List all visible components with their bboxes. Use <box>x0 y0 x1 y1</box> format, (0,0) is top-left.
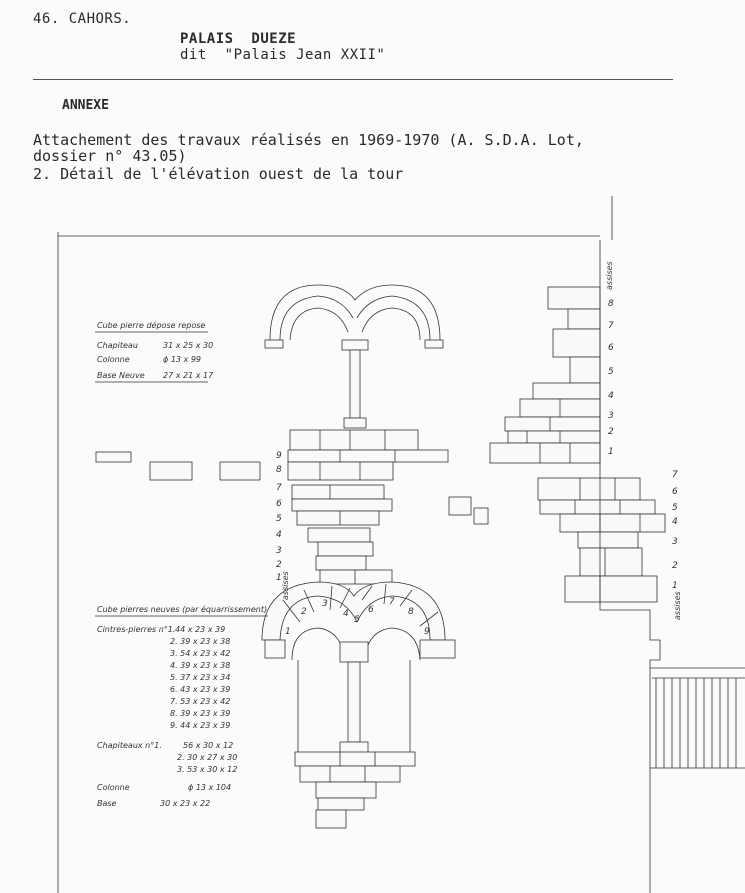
legend-depose-label-3: Base Neuve <box>97 371 145 380</box>
isolated-stones <box>95 451 489 525</box>
legend-centre-5: 5. 37 x 23 x 34 <box>170 673 230 682</box>
legend-chapiteau-1: 56 x 30 x 12 <box>183 741 233 750</box>
caption-line-2: dossier n° 43.05) <box>33 147 187 165</box>
svg-text:8: 8 <box>608 299 614 309</box>
svg-text:1: 1 <box>285 627 291 637</box>
legend-centre-6: 6. 43 x 23 x 39 <box>170 685 230 694</box>
legend-depose-repose: Cube pierre dépose repose Chapiteau 31 x… <box>95 320 214 383</box>
legend-colonne-label: Colonne <box>97 783 130 792</box>
legend-centres-label: Cintres-pierres n°1. <box>97 625 175 634</box>
caption-line-3: 2. Détail de l'élévation ouest de la tou… <box>33 165 404 183</box>
svg-text:7: 7 <box>608 321 614 331</box>
svg-text:3: 3 <box>672 537 678 547</box>
svg-text:8: 8 <box>408 607 414 617</box>
voussoir-numbers: 1 2 3 4 5 6 7 8 9 <box>285 597 430 637</box>
svg-text:3: 3 <box>608 411 614 421</box>
svg-text:4: 4 <box>672 517 678 527</box>
legend-chapiteaux-label: Chapiteaux n°1. <box>97 741 162 750</box>
central-pier-lower <box>294 751 416 829</box>
legend-depose-value-2: ϕ 13 x 99 <box>163 355 201 364</box>
legend-colonne-value: ϕ 13 x 104 <box>188 783 231 792</box>
svg-text:2: 2 <box>301 607 307 617</box>
legend-depose-label-1: Chapiteau <box>97 341 138 350</box>
legend-depose-value-3: 27 x 21 x 17 <box>163 371 214 380</box>
annex-heading: ANNEXE <box>62 98 109 113</box>
course-numbers-left: 9 8 7 6 5 4 3 2 1 <box>276 451 282 583</box>
svg-text:8: 8 <box>276 465 282 475</box>
svg-text:9: 9 <box>276 451 282 461</box>
svg-text:6: 6 <box>276 499 282 509</box>
legend-centre-7: 7. 53 x 23 x 42 <box>170 697 230 706</box>
svg-text:4: 4 <box>608 391 614 401</box>
svg-text:4: 4 <box>343 609 349 619</box>
svg-text:5: 5 <box>276 514 282 524</box>
legend-centre-3: 3. 54 x 23 x 42 <box>170 649 230 658</box>
svg-text:1: 1 <box>608 447 614 457</box>
svg-text:3: 3 <box>322 599 328 609</box>
document-number: 46. CAHORS. <box>33 11 132 27</box>
svg-text:7: 7 <box>276 483 282 493</box>
legend-base-value: 30 x 23 x 22 <box>160 799 210 808</box>
legend-base-label: Base <box>97 799 117 808</box>
course-numbers-right: 8 7 6 5 4 3 2 1 <box>608 299 614 457</box>
header-divider <box>33 79 673 80</box>
svg-text:2: 2 <box>672 561 678 571</box>
svg-text:5: 5 <box>354 615 360 625</box>
legend-centre-9: 9. 44 x 23 x 39 <box>170 721 230 730</box>
svg-text:6: 6 <box>368 605 374 615</box>
legend-centre-1: 44 x 23 x 39 <box>175 625 225 634</box>
ribbed-element <box>650 667 745 769</box>
central-pier-upper <box>287 429 449 585</box>
legend-centre-2: 2. 39 x 23 x 38 <box>170 637 230 646</box>
caption-line-1: Attachement des travaux réalisés en 1969… <box>33 131 584 149</box>
legend-centre-4: 4. 39 x 23 x 38 <box>170 661 230 670</box>
svg-text:5: 5 <box>672 503 678 513</box>
svg-text:6: 6 <box>608 343 614 353</box>
svg-text:2: 2 <box>276 560 282 570</box>
legend-depose-value-1: 31 x 25 x 30 <box>163 341 213 350</box>
legend-depose-label-2: Colonne <box>97 355 130 364</box>
svg-text:9: 9 <box>424 627 430 637</box>
svg-text:3: 3 <box>276 546 282 556</box>
legend-centre-8: 8. 39 x 23 x 39 <box>170 709 230 718</box>
document-subtitle: dit "Palais Jean XXII" <box>180 47 386 63</box>
legend-neuves-title: Cube pierres neuves (par équarrissement) <box>97 604 267 614</box>
legend-chapiteau-2: 2. 30 x 27 x 30 <box>177 753 237 762</box>
legend-pierres-neuves: Cube pierres neuves (par équarrissement)… <box>95 604 268 808</box>
svg-text:6: 6 <box>672 487 678 497</box>
svg-text:7: 7 <box>389 597 395 607</box>
assises-label-top-right: assises <box>605 261 614 290</box>
assises-label-far-right: assises <box>673 591 682 620</box>
svg-text:5: 5 <box>608 367 614 377</box>
svg-text:1: 1 <box>672 581 678 591</box>
svg-text:1: 1 <box>276 573 282 583</box>
legend-depose-title: Cube pierre dépose repose <box>97 320 205 330</box>
svg-text:4: 4 <box>276 530 282 540</box>
course-numbers-far-right: 7 6 5 4 3 2 1 <box>672 470 678 591</box>
right-stepped-wall <box>489 240 666 893</box>
assises-label-center: assises <box>281 571 290 600</box>
upper-window <box>264 284 444 429</box>
document-title: PALAIS DUEZE <box>180 31 297 47</box>
svg-text:7: 7 <box>672 470 678 480</box>
legend-chapiteau-3: 3. 53 x 30 x 12 <box>177 765 237 774</box>
lower-window <box>261 581 456 755</box>
svg-text:2: 2 <box>608 427 614 437</box>
